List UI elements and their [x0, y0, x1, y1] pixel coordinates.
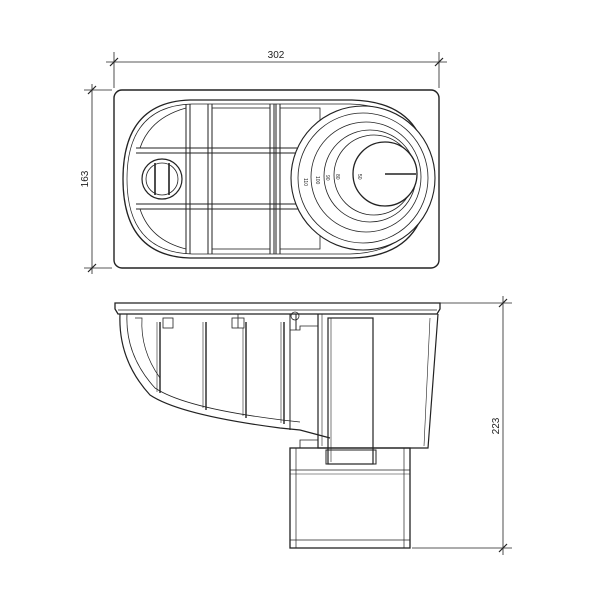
- top-view: [113, 89, 440, 269]
- reducer-outlet: [290, 105, 436, 251]
- scale-mark-90: 90: [324, 175, 330, 181]
- scale-marks: 110 100 90 80 50: [302, 174, 362, 186]
- width-label: 302: [268, 50, 285, 61]
- top-tabs: [162, 314, 245, 329]
- outlet-pipe: [289, 447, 411, 549]
- height-label: 223: [491, 417, 502, 434]
- height-dimension: [412, 296, 512, 555]
- outer-frame: [113, 89, 440, 269]
- cleanout-cap: [141, 158, 183, 200]
- width-dimension: [106, 52, 447, 88]
- inner-column: [327, 317, 374, 465]
- body-outer: [119, 313, 331, 439]
- scale-mark-50: 50: [356, 174, 362, 180]
- depth-label: 163: [80, 170, 91, 187]
- scale-mark-80: 80: [334, 174, 340, 180]
- vertical-ribs: [159, 322, 285, 424]
- outlet-housing: [317, 313, 439, 449]
- top-rim: [114, 302, 441, 315]
- scale-mark-110: 110: [302, 178, 308, 186]
- side-view: [114, 302, 441, 549]
- depth-dimension: [84, 84, 112, 274]
- scale-mark-100: 100: [314, 176, 320, 185]
